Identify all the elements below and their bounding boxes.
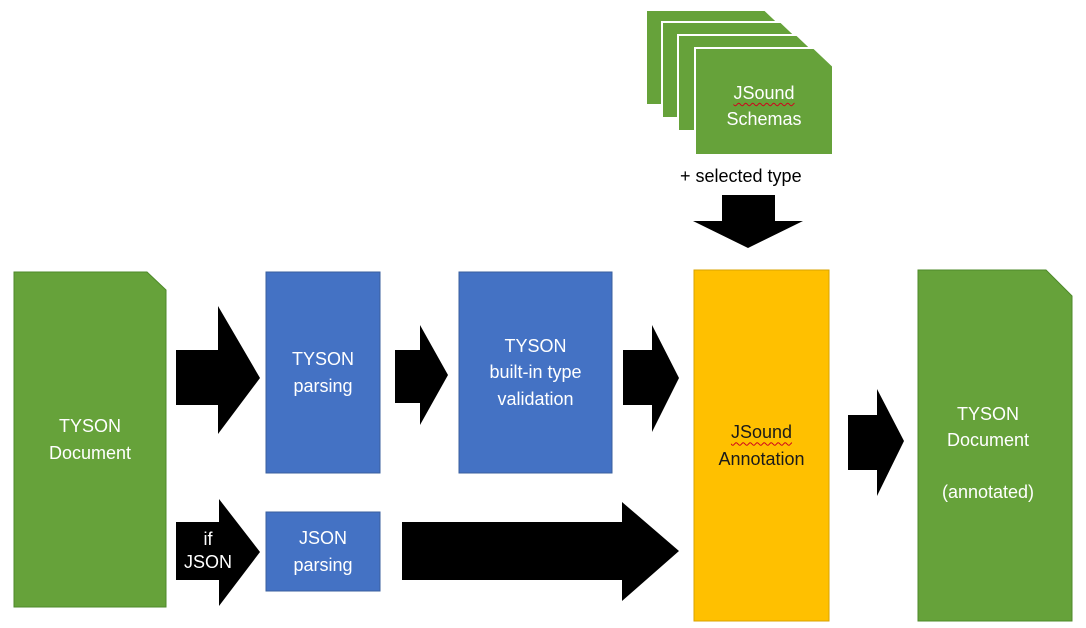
arrow-json-to-annotation [402, 502, 679, 601]
if-json-label: if JSON [183, 528, 232, 572]
json-parsing-box [265, 511, 381, 592]
jsound-annotation-box [693, 269, 830, 622]
arrow-to-builtin-validation [395, 325, 448, 425]
json-parsing-label: JSON parsing [293, 528, 353, 575]
arrow-to-jsound-annotation [623, 325, 679, 432]
jsound-annotation-label: JSound Annotation [694, 270, 829, 621]
output-document-label: TYSON Document (annotated) [941, 403, 1035, 503]
tyson-document-label: TYSON Document [48, 416, 132, 463]
tyson-parsing-label: TYSON parsing [291, 349, 354, 396]
selected-type-label: + selected type [680, 166, 802, 186]
jsound-annotation-word: JSound [730, 422, 793, 443]
tyson-parsing-box [265, 271, 381, 474]
jsound-schemas-label: JSound Schemas [695, 66, 833, 146]
arrow-if-json [176, 499, 260, 606]
builtin-validation-box [458, 271, 613, 474]
jsound-annotation-text: Annotation [718, 448, 805, 469]
jsound-schemas-text: Schemas [726, 109, 802, 129]
builtin-validation-label: TYSON built-in type validation [489, 336, 582, 409]
arrow-down-from-schemas [693, 195, 803, 248]
output-document-shape [917, 269, 1073, 622]
arrow-to-tyson-parsing [176, 306, 260, 434]
tyson-document-shape [13, 271, 167, 608]
arrow-to-output-document [848, 389, 904, 496]
jsound-schemas-word: JSound [733, 82, 795, 103]
schema-doc-shape-1 [694, 47, 834, 156]
